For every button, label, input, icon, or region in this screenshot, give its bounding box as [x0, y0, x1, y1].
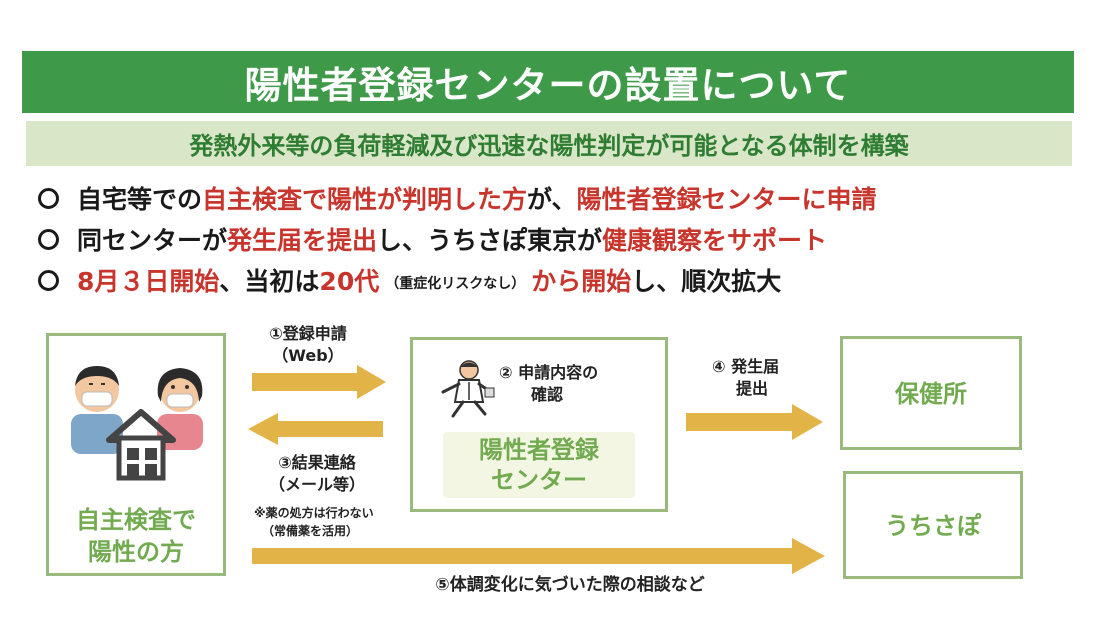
- arrow-right-step5-icon: [252, 538, 825, 574]
- bullet-emphasis: 陽性者登録センターに申請: [576, 185, 877, 214]
- house-icon: [106, 409, 176, 481]
- bullet-circle-icon: [38, 187, 59, 209]
- person-female-mask-icon: [157, 368, 203, 450]
- arrow-left-step3-icon: [248, 413, 383, 445]
- uchisapo-label: うちさぽ: [885, 512, 981, 540]
- step5-label: ⑤体調変化に気づいた際の相談など: [435, 575, 705, 595]
- bullet-emphasis: 8月３日開始: [77, 267, 220, 296]
- step4-label: ④ 発生届 提出: [712, 356, 812, 400]
- bullet-emphasis: から開始: [531, 267, 632, 296]
- bullet-text: 同センターが: [77, 226, 228, 255]
- bullet-3: 8月３日開始 、当初は 20代 （重症化リスクなし） から開始 し、順次拡大: [38, 263, 1078, 297]
- health-center-label: 保健所: [895, 380, 967, 408]
- step3-note-line1: ※薬の処方は行わない: [254, 506, 374, 520]
- page-subtitle: 発熱外来等の負荷軽減及び迅速な陽性判定が可能となる体制を構築: [26, 121, 1072, 166]
- registration-center-name: 陽性者登録 センター: [443, 435, 635, 495]
- bullet-1: 自宅等での 自主検査で陽性が判明した方 が、 陽性者登録センターに申請: [38, 181, 1078, 215]
- step2-line2: 確認: [531, 385, 564, 404]
- people-house-illustration: [71, 366, 203, 481]
- step2-label: ② 申請内容の 確認: [499, 362, 649, 406]
- uchisapo-box: うちさぽ: [843, 471, 1023, 579]
- person-male-mask-icon: [71, 366, 123, 454]
- bullet-emphasis: 自主検査で陽性が判明した方: [202, 185, 528, 214]
- bullet-text: 、当初は: [219, 267, 320, 296]
- page-title: 陽性者登録センターの設置について: [22, 51, 1074, 113]
- step3-note: ※薬の処方は行わない （常備薬を活用）: [254, 504, 374, 540]
- step4-line1: ④ 発生届: [712, 357, 780, 376]
- bullet-text: 自宅等での: [77, 185, 203, 214]
- bullet-emphasis: 20代: [319, 267, 380, 296]
- arrow-right-step1-icon: [252, 365, 386, 399]
- self-test-label-line2: 陽性の方: [88, 538, 184, 566]
- step3-line2: （メール等）: [268, 475, 365, 494]
- self-test-box: 自主検査で 陽性の方: [46, 333, 226, 576]
- registration-center-box: ② 申請内容の 確認 陽性者登録 センター: [410, 337, 668, 512]
- step3-note-line2: （常備薬を活用）: [262, 524, 359, 538]
- step3-label: ③結果連絡 （メール等）: [252, 452, 382, 496]
- bullet-emphasis: 発生届を提出: [227, 226, 378, 255]
- center-name-line2: センター: [491, 466, 587, 494]
- bullet-text: し、うちさぽ東京が: [377, 226, 603, 255]
- bullet-circle-icon: [38, 228, 59, 250]
- bullet-circle-icon: [38, 269, 59, 291]
- step2-line1: ② 申請内容の: [499, 363, 599, 382]
- step3-line1: ③結果連絡: [278, 453, 356, 472]
- bullet-note: （重症化リスクなし）: [385, 276, 526, 292]
- bullet-text: が、: [527, 185, 577, 214]
- bullet-emphasis: 健康観察をサポート: [602, 226, 828, 255]
- doctor-running-icon: [441, 360, 495, 418]
- step1-line1: ①登録申請: [269, 324, 347, 343]
- self-test-label: 自主検査で 陽性の方: [49, 504, 223, 568]
- bullet-text: し、順次拡大: [631, 267, 782, 296]
- arrow-right-step4-icon: [686, 404, 823, 440]
- center-name-line1: 陽性者登録: [479, 436, 599, 464]
- step4-line2: 提出: [736, 379, 769, 398]
- bullet-2: 同センターが 発生届を提出 し、うちさぽ東京が 健康観察をサポート: [38, 222, 1078, 256]
- step1-label: ①登録申請 （Web）: [248, 323, 368, 367]
- self-test-label-line1: 自主検査で: [76, 506, 196, 534]
- step1-line2: （Web）: [272, 346, 344, 365]
- health-center-box: 保健所: [840, 336, 1022, 450]
- center-name-bg: [443, 432, 635, 498]
